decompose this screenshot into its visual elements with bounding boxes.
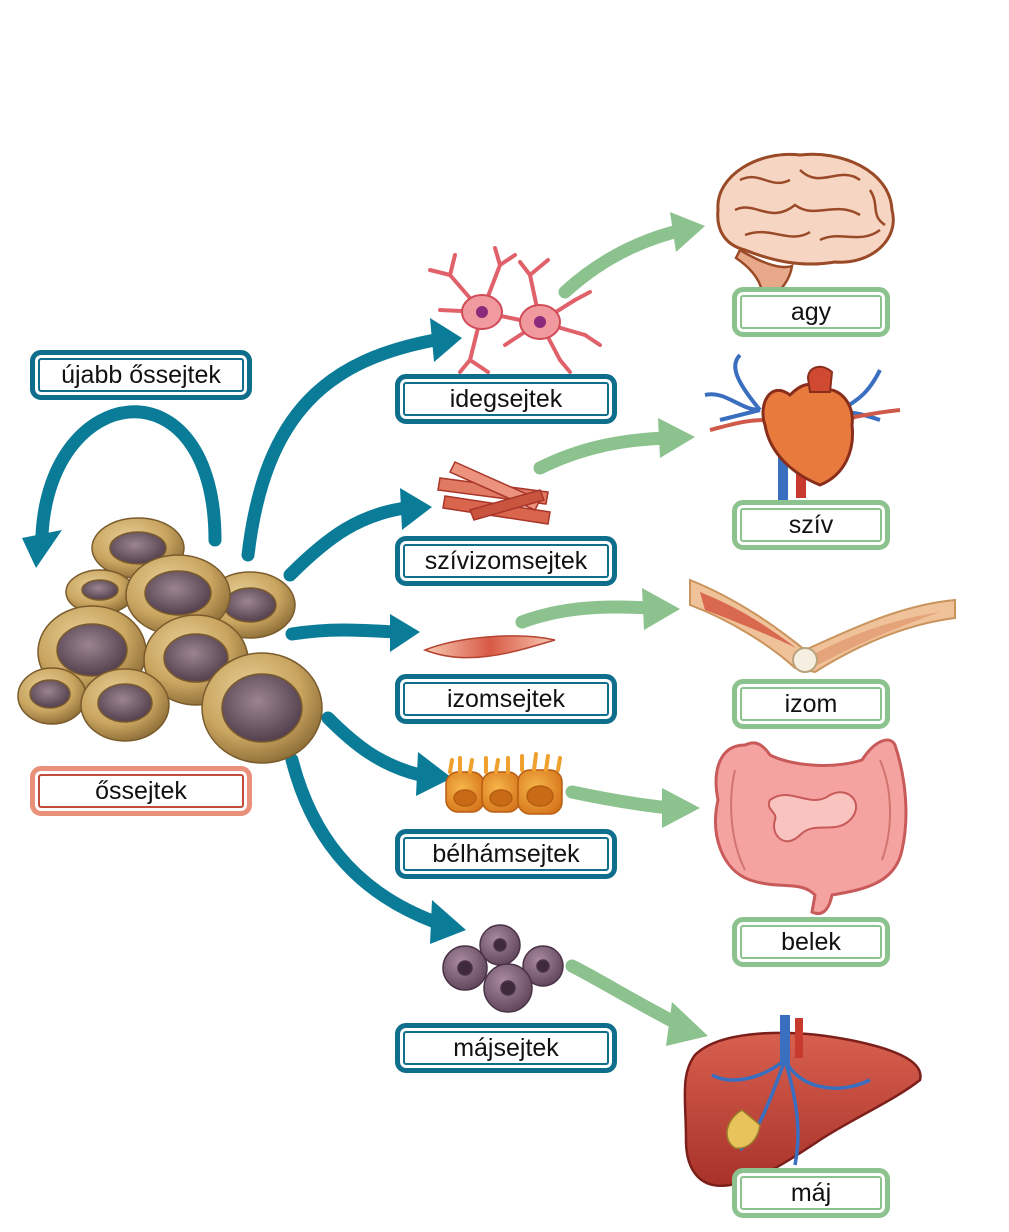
intestines-illustration (714, 738, 908, 915)
arrowhead-liver (666, 1002, 708, 1046)
arrow-to-intestinal-cells (321, 711, 427, 782)
label-muscle: izom (732, 679, 890, 729)
arrow-to-nerve-cells (241, 333, 442, 562)
arrowhead-liver-cells (430, 900, 466, 944)
arrow-to-liver-cells (285, 753, 442, 929)
arrowhead-intestines (662, 788, 700, 828)
arrow-to-intestines (565, 785, 677, 815)
arrowhead-muscle (642, 588, 680, 630)
arrow-to-liver (565, 959, 687, 1032)
cell-arrow-heads (22, 318, 466, 944)
label-liver: máj (732, 1168, 890, 1218)
arrow-to-heart-muscle-cells (283, 501, 412, 582)
label-heart-muscle-cells: szívizomsejtek (395, 536, 617, 586)
arrowhead-intestinal-cells (416, 752, 452, 796)
organ-arrow-heads (642, 212, 708, 1046)
arrow-to-muscle (515, 600, 655, 629)
label-intestinal-epithelial-cells: bélhámsejtek (395, 829, 617, 879)
liver-cells-illustration (442, 924, 564, 1013)
arrow-to-heart (533, 431, 672, 475)
label-newer-stem-cells: újabb őssejtek (30, 350, 252, 400)
label-liver-cells: májsejtek (395, 1023, 617, 1073)
nerve-cell-bodies (461, 294, 561, 340)
label-nerve-cells: idegsejtek (395, 374, 617, 424)
arrowhead-nerve-cells (430, 318, 462, 362)
label-intestines: belek (732, 917, 890, 967)
label-muscle-cells: izomsejtek (395, 674, 617, 724)
arrowhead-heart (658, 418, 695, 458)
heart-illustration (704, 353, 901, 500)
label-brain: agy (732, 287, 890, 337)
label-stem-cells: őssejtek (30, 766, 252, 816)
label-heart: szív (732, 500, 890, 550)
stem-cell-cluster (17, 517, 323, 764)
arrowhead-heart-muscle-cells (400, 488, 432, 530)
cell-arrows (35, 333, 442, 929)
muscle-illustration (689, 578, 956, 674)
arrow-to-brain (558, 223, 689, 299)
nerve-cells-illustration (428, 246, 602, 374)
arrowhead-self-renewal (22, 530, 62, 568)
arrow-self-renewal (35, 405, 222, 547)
muscle-cell-illustration (422, 635, 556, 659)
arrow-to-muscle-cells (285, 623, 402, 641)
liver-illustration (683, 1015, 922, 1188)
intestinal-cells-illustration (445, 752, 563, 815)
heart-muscle-cells-illustration (437, 461, 551, 525)
arrowhead-muscle-cells (390, 614, 420, 652)
organ-arrows (515, 223, 689, 1032)
brain-illustration (716, 152, 895, 298)
arrowhead-brain (670, 212, 705, 252)
